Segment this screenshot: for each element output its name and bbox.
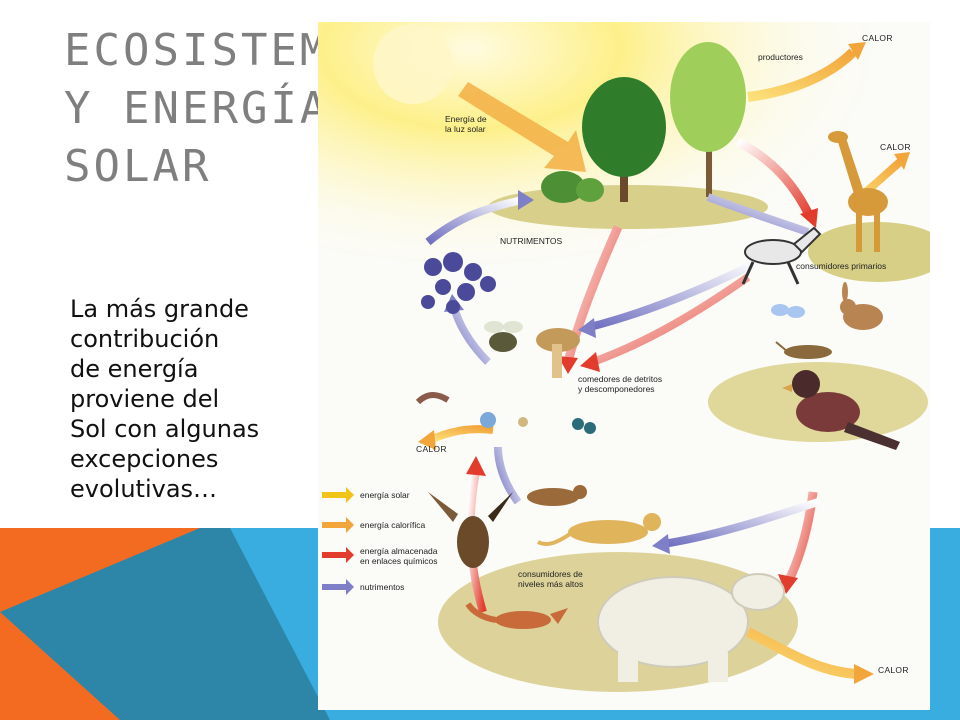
- legend-label: en enlaces químicos: [360, 556, 438, 566]
- cheetah-icon: [537, 513, 661, 546]
- bird-icon: [782, 370, 900, 450]
- legend-label: energía calorífica: [360, 520, 425, 530]
- heat-arrow-detritus: [428, 425, 494, 444]
- legend-item-nutrients: nutrimentos: [322, 579, 404, 595]
- mushroom-icon: [536, 328, 580, 378]
- sun-energy-label: Energía de: [445, 114, 487, 124]
- nutrient-arrowhead: [578, 318, 596, 338]
- fly-icon: [484, 321, 523, 352]
- hyena-icon: [527, 485, 587, 506]
- heat-arrowhead: [418, 430, 436, 450]
- nutrient-spheres-icon: [421, 252, 496, 314]
- legend-arrow-chemical: [322, 547, 354, 563]
- heat-arrowhead: [894, 152, 910, 170]
- detritivores-label: comedores de detritos: [578, 374, 662, 384]
- body-line: de energía: [70, 355, 199, 383]
- legend-item-solar: energía solar: [322, 487, 410, 503]
- primary-consumers-label: consumidores primarios: [796, 261, 886, 271]
- energy-arrow-primary-detritus: [591, 273, 751, 366]
- polar-bear-icon: [597, 573, 785, 682]
- legend-item-heat: energía calorífica: [322, 517, 425, 533]
- title-line: Y ENERGÍA: [64, 83, 330, 134]
- energy-arrowhead: [558, 356, 578, 374]
- higher-consumers-label: niveles más altos: [518, 579, 583, 589]
- worm-icon: [415, 392, 450, 405]
- body-line: excepciones: [70, 445, 219, 473]
- body-line: Sol con algunas: [70, 415, 260, 443]
- nutrient-arrow-primary-detritus: [588, 258, 760, 331]
- heat-label: CALOR: [878, 665, 909, 675]
- fox-icon: [465, 602, 568, 629]
- title-line: SOLAR: [64, 141, 212, 192]
- body-line: La más grande: [70, 295, 249, 323]
- body-text: La más grande contribución de energía pr…: [70, 294, 320, 504]
- legend-item-chemical: energía almacenada en enlaces químicos: [322, 546, 438, 566]
- nutrients-label: NUTRIMENTOS: [500, 236, 563, 246]
- zebra-icon: [741, 226, 822, 285]
- giraffe-icon: [828, 131, 888, 252]
- heat-label: CALOR: [880, 142, 911, 152]
- heat-arrowhead: [848, 42, 866, 60]
- nutrient-arrowhead: [652, 534, 670, 554]
- energy-arrowhead: [580, 352, 600, 372]
- heat-arrow-bear: [745, 627, 859, 679]
- sun-icon: [373, 24, 453, 104]
- energy-arrow-producers-primary: [735, 137, 815, 219]
- small-decomposers-icon: [480, 412, 596, 434]
- legend-arrow-nutrients: [322, 579, 354, 595]
- energy-arrowhead: [778, 574, 798, 594]
- legend: energía solar energía calorífica energía…: [322, 487, 438, 595]
- heat-arrow-producers: [747, 48, 857, 102]
- legend-arrow-solar: [322, 487, 354, 503]
- heat-arrowhead: [854, 664, 874, 684]
- energy-arrowhead: [466, 456, 486, 476]
- grasshopper-icon: [775, 341, 832, 359]
- nutrient-arrow-to-decomposers: [494, 446, 522, 505]
- energy-flow-diagram: Energía de la luz solar productores CALO…: [318, 22, 930, 710]
- legend-arrow-heat: [322, 517, 354, 533]
- nutrient-arrow-producers: [706, 193, 810, 236]
- rabbit-icon: [840, 282, 883, 330]
- grassland: [808, 222, 930, 282]
- body-line: evolutivas…: [70, 475, 218, 503]
- higher-consumers-label: consumidores de: [518, 569, 583, 579]
- energy-arrowhead: [800, 208, 818, 228]
- nutrient-arrowhead: [518, 190, 534, 210]
- legend-label: energía solar: [360, 490, 410, 500]
- legend-label: energía almacenada: [360, 546, 438, 556]
- body-line: proviene del: [70, 385, 220, 413]
- body-line: contribución: [70, 325, 220, 353]
- heat-label: CALOR: [862, 33, 893, 43]
- nutrient-arrow-to-producers: [425, 196, 524, 246]
- producers-label: productores: [758, 52, 803, 62]
- solar-energy-arrow: [458, 82, 586, 172]
- owl-icon: [428, 492, 513, 568]
- nutrient-arrow-higher: [662, 498, 820, 548]
- heat-label: CALOR: [416, 444, 447, 454]
- producers-trees: [541, 42, 746, 203]
- butterfly-icon: [771, 304, 805, 318]
- sun-energy-label: la luz solar: [445, 124, 486, 134]
- legend-label: nutrimentos: [360, 582, 404, 592]
- detritivores-label: y descomponedores: [578, 384, 655, 394]
